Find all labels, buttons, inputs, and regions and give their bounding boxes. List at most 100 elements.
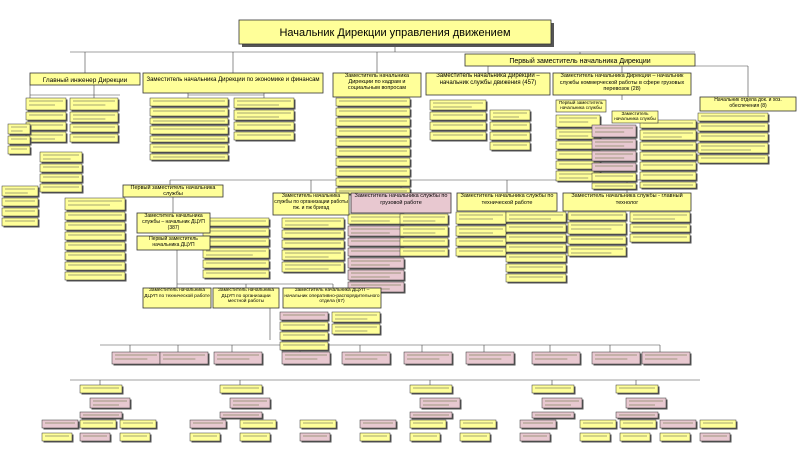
unit-box <box>335 167 411 177</box>
unit-box <box>455 225 507 237</box>
unit-box <box>591 150 637 162</box>
unit-box <box>629 223 691 233</box>
unit-box <box>7 135 31 145</box>
deputy-service-org-fo: Заместитель начальника службы по организ… <box>274 193 348 211</box>
unit-box <box>335 147 411 157</box>
unit-box <box>429 99 487 111</box>
subunit-box <box>229 397 271 409</box>
unit-box <box>429 121 487 131</box>
unit-box <box>335 127 411 137</box>
unit-box <box>69 133 119 143</box>
district-box <box>531 351 581 365</box>
station-box <box>619 432 651 442</box>
unit-box <box>629 211 691 223</box>
unit-box <box>629 233 691 243</box>
deputy-service-cargo-box <box>350 192 452 214</box>
station-box <box>619 419 657 429</box>
first-deputy-dcup-box <box>136 235 211 251</box>
unit-box <box>69 111 119 123</box>
station-box <box>659 432 691 442</box>
first-deputy-label: Первый заместитель начальника Дирекции <box>509 57 650 65</box>
unit-box <box>233 109 295 121</box>
unit-box <box>347 257 405 269</box>
station-box <box>41 419 79 429</box>
unit-box <box>281 249 345 261</box>
deputy-commercial-box <box>552 72 692 96</box>
station-box <box>189 432 221 442</box>
unit-box <box>697 112 769 122</box>
first-deputy-service-top-label: Первый заместитель начальника службы <box>559 100 603 110</box>
deputy-dcup-local-rect <box>212 287 280 309</box>
subunit-box <box>89 397 131 409</box>
first-deputy-service-fo: Первый заместитель начальника службы <box>131 185 216 197</box>
unit-box <box>639 161 697 171</box>
unit-box <box>455 211 507 225</box>
unit-box <box>64 221 126 231</box>
station-box <box>239 432 271 442</box>
unit-box <box>567 235 627 245</box>
unit-box <box>279 341 329 351</box>
station-box <box>699 419 737 429</box>
subunit-box <box>419 397 461 409</box>
unit-box <box>281 239 345 249</box>
unit-box <box>149 107 229 117</box>
station-box <box>409 419 447 429</box>
unit-box <box>639 141 697 151</box>
station-box <box>299 419 337 429</box>
deputy-dcup-tech-rect <box>142 287 212 309</box>
unit-box <box>505 211 567 223</box>
unit-box <box>69 123 119 133</box>
unit-box <box>399 237 449 247</box>
station-box <box>119 419 157 429</box>
deputy-dcup-ops-rect <box>282 287 382 309</box>
unit-box <box>25 121 67 131</box>
unit-box <box>202 237 270 247</box>
unit-box <box>202 269 270 279</box>
unit-box <box>1 207 39 217</box>
unit-box <box>697 122 769 132</box>
unit-box <box>399 247 449 257</box>
unit-box <box>331 311 381 323</box>
station-box <box>41 432 73 442</box>
subunit-box <box>79 384 123 394</box>
district-box <box>465 351 515 365</box>
first-deputy-box <box>464 53 696 67</box>
unit-box <box>399 213 449 225</box>
unit-box <box>429 111 487 121</box>
subunit-box <box>625 397 667 409</box>
deputy-hr-label: Заместитель начальника Дирекции по кадра… <box>344 73 410 91</box>
deputy-economics-label: Заместитель начальника Дирекции по эконо… <box>146 77 319 83</box>
unit-box <box>279 331 329 341</box>
deputy-service-dcup-fo: Заместитель начальника службы – начальни… <box>142 213 205 231</box>
deputy-service-tech-fo: Заместитель начальника службы по техниче… <box>461 193 554 206</box>
first-deputy-service-box <box>122 184 224 198</box>
deputy-service-cargo-fo: Заместитель начальника службы по грузово… <box>354 193 448 206</box>
unit-box <box>64 197 126 211</box>
unit-box <box>335 117 411 127</box>
unit-box <box>505 263 567 273</box>
unit-box <box>7 123 31 135</box>
unit-box <box>399 225 449 237</box>
unit-box <box>639 119 697 129</box>
deputy-service-top-label: Заместитель начальника службы <box>614 111 656 121</box>
station-box <box>189 419 227 429</box>
deputy-service-cargo-label: Заместитель начальника службы по грузово… <box>354 193 448 206</box>
subunit-box <box>531 384 575 394</box>
unit-box <box>639 151 697 161</box>
unit-box <box>1 217 39 227</box>
chief-engineer-label: Главный инженер Дирекции <box>43 76 128 84</box>
station-box <box>459 419 497 429</box>
unit-box <box>1 185 39 197</box>
deputy-hr-box <box>332 72 422 98</box>
station-box <box>79 432 111 442</box>
unit-box <box>64 271 126 281</box>
station-box <box>119 432 151 442</box>
deputy-dcup-local-fo: Заместитель начальника ДЦУП по организац… <box>218 288 274 304</box>
district-box <box>403 351 453 365</box>
unit-box <box>697 142 769 154</box>
deputy-traffic-fo: Заместитель начальника Дирекции – началь… <box>436 73 540 86</box>
district-box <box>641 351 691 365</box>
station-box <box>579 432 611 442</box>
unit-box <box>639 129 697 141</box>
station-box <box>359 419 397 429</box>
